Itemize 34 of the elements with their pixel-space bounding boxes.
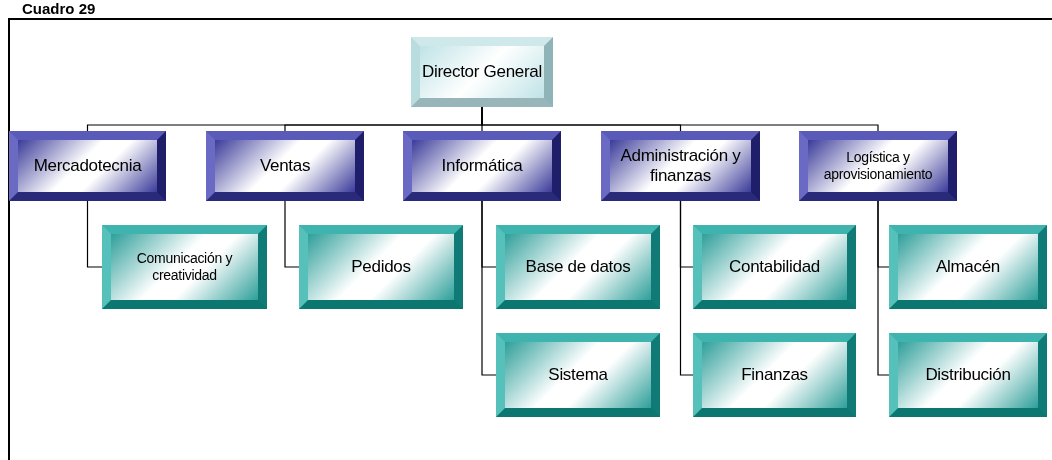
- org-box: [206, 131, 364, 201]
- box-label: Base de datos: [525, 256, 631, 278]
- org-box: [693, 225, 856, 309]
- connector-line: [86, 200, 103, 268]
- org-box: [403, 131, 561, 201]
- org-box: [299, 225, 463, 309]
- connector-line: [284, 200, 300, 268]
- box-label: Almacén: [935, 256, 1000, 278]
- figure-title: Cuadro 29: [22, 0, 96, 17]
- connector-line: [481, 200, 497, 376]
- box-label: Administración y finanzas: [619, 145, 742, 187]
- box-label: Finanzas: [741, 364, 808, 386]
- org-box: [496, 225, 660, 309]
- org-box: [411, 37, 553, 107]
- org-box: [799, 131, 957, 201]
- box-label: Informática: [441, 155, 523, 177]
- box-label: Mercadotecnia: [33, 155, 142, 177]
- box-label: Pedidos: [351, 256, 411, 278]
- box-label: Contabilidad: [729, 256, 820, 278]
- org-box: [9, 131, 166, 201]
- org-box: [601, 131, 760, 201]
- org-box: [693, 333, 856, 417]
- box-label: Ventas: [259, 155, 311, 177]
- box-label: Comunicación y creatividad: [135, 250, 234, 284]
- box-label: Logística y aprovisionamiento: [822, 149, 934, 183]
- box-label: Distribución: [925, 364, 1011, 386]
- connector-line: [679, 200, 694, 376]
- org-box: [889, 333, 1047, 417]
- box-label: Sistema: [548, 364, 608, 386]
- org-box: [496, 333, 660, 417]
- org-box: [889, 225, 1047, 309]
- box-label: Director General: [422, 61, 542, 83]
- org-box: [102, 225, 267, 309]
- connector-line: [877, 200, 890, 376]
